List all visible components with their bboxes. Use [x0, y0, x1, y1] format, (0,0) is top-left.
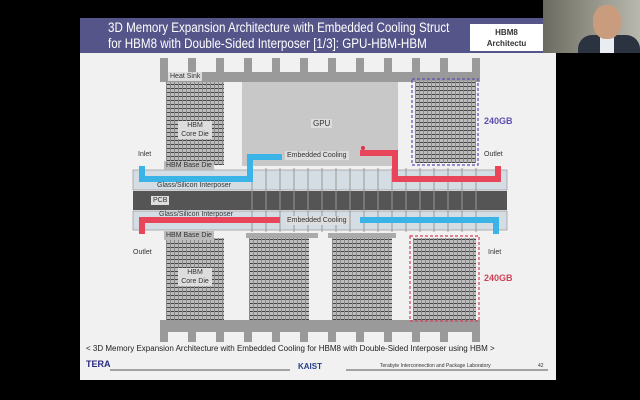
inlet-top-label: Inlet [138, 151, 152, 158]
inlet-bottom-label: Inlet [488, 249, 502, 256]
outlet-bottom-label: Outlet [133, 249, 152, 256]
hbm-base-die-top-label: HBM Base Die [164, 161, 214, 170]
slide-caption: < 3D Memory Expansion Architecture with … [86, 344, 495, 353]
capacity-top-label: 240GB [484, 116, 513, 126]
embedded-cooling-top-label: Embedded Cooling [285, 151, 349, 160]
presenter-shirt [600, 35, 614, 53]
hbm-stack-bottom-mid1 [249, 238, 309, 320]
top-heat-sink [160, 58, 480, 82]
pcb-label: PCB [151, 196, 170, 205]
capacity-box-top [411, 78, 479, 166]
top-interposer [132, 169, 508, 191]
hbm-stack-bottom-right [413, 238, 476, 320]
pcb-board [133, 191, 507, 210]
hbm-core-die-top-label: HBM Core Die [178, 121, 212, 139]
bottom-hot-coolant-path [139, 217, 280, 234]
heat-sink-label: Heat Sink [168, 72, 203, 81]
bottom-heat-sink [160, 320, 480, 342]
interposer-bottom-label: Glass/Silicon Interposer [159, 211, 233, 218]
embedded-cooling-bottom-label: Embedded Cooling [285, 216, 349, 225]
base-die-mid1 [246, 233, 318, 238]
page-number: 42 [538, 363, 544, 369]
hbm-stack-bottom-mid2 [332, 238, 392, 320]
hotspot-marker [361, 146, 365, 150]
hbm-stack-top-right [415, 81, 476, 163]
bottom-cold-coolant-path [360, 217, 499, 234]
lab-name: Terabyte Interconnection and Package Lab… [380, 363, 491, 369]
capacity-bottom-label: 240GB [484, 273, 513, 283]
tera-logo: TERA [86, 359, 111, 369]
interposer-top-label: Glass/Silicon Interposer [157, 182, 231, 189]
badge-line1: HBM8 [495, 28, 518, 37]
section-badge: HBM8 Architectu [470, 24, 543, 51]
hbm-core-die-bottom-label: HBM Core Die [178, 268, 212, 286]
capacity-box-bottom [409, 235, 480, 322]
hbm-base-die-bottom-label: HBM Base Die [164, 231, 214, 240]
top-hot-coolant-path [360, 150, 501, 182]
kaist-logo: KAIST [298, 362, 322, 371]
slide-title-bar [80, 18, 543, 53]
slide-title-line2: for HBM8 with Double-Sided Interposer [1… [108, 36, 427, 51]
badge-line2: Architectu [486, 39, 527, 48]
slide-title-line1: 3D Memory Expansion Architecture with Em… [108, 20, 450, 35]
top-cold-coolant-path [139, 154, 282, 182]
outlet-top-label: Outlet [484, 151, 503, 158]
base-die-mid2 [328, 233, 396, 238]
presenter-face [593, 5, 621, 39]
gpu-label: GPU [311, 119, 333, 128]
